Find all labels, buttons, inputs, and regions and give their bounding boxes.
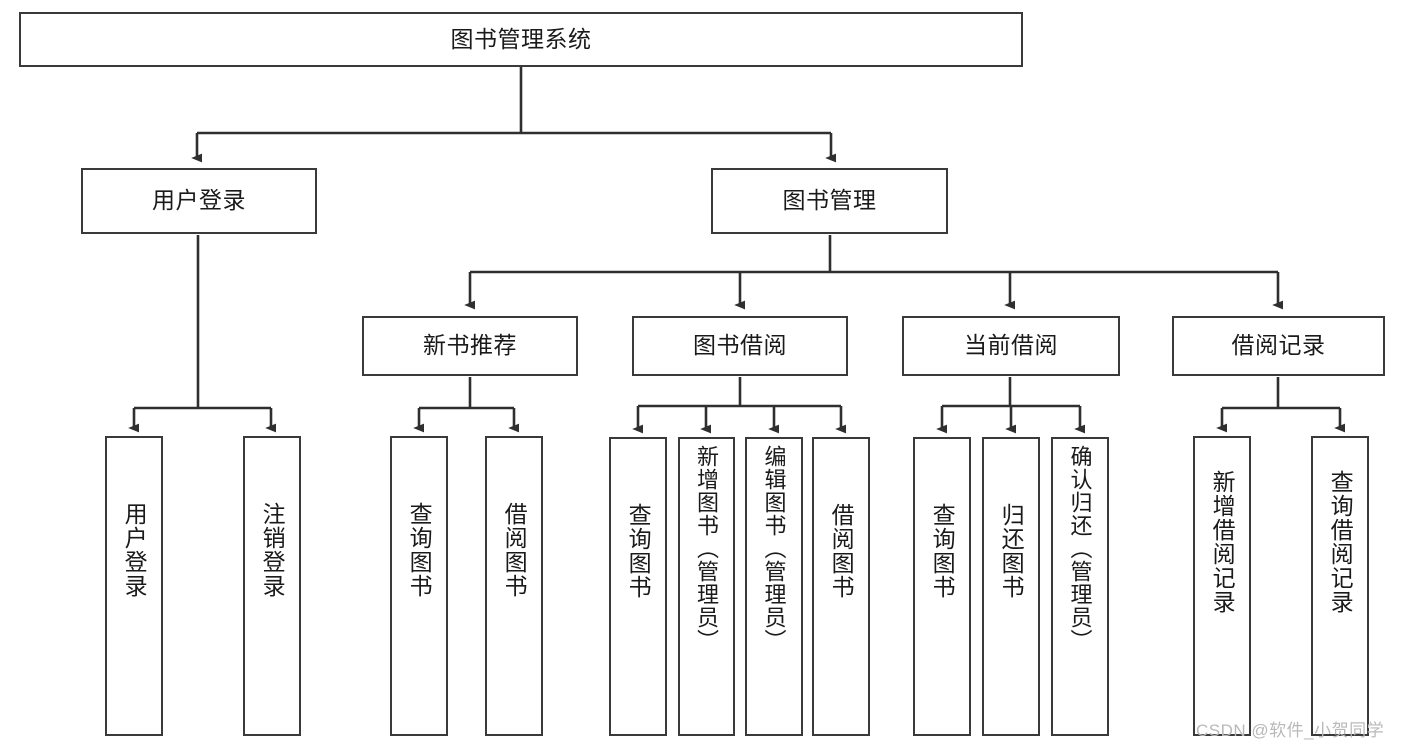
node-leaf-query-book-1[interactable]: 查询图书	[390, 436, 448, 736]
node-borrow-record[interactable]: 借阅记录	[1172, 316, 1385, 376]
node-leaf-query-book-1-label: 查询图书	[406, 502, 433, 598]
node-leaf-query-book-2-label: 查询图书	[625, 503, 652, 599]
node-leaf-logout[interactable]: 注销登录	[243, 436, 301, 736]
node-leaf-user-login-label: 用户登录	[121, 502, 148, 598]
node-root-label: 图书管理系统	[450, 25, 592, 52]
node-current-borrow[interactable]: 当前借阅	[902, 316, 1120, 376]
node-new-book-rec-label: 新书推荐	[423, 332, 517, 359]
node-leaf-add-record[interactable]: 新增借阅记录	[1193, 436, 1251, 736]
node-leaf-edit-book-label: 编辑图书（管理员）	[761, 445, 787, 652]
node-leaf-add-record-label: 新增借阅记录	[1209, 470, 1236, 614]
node-leaf-return-book[interactable]: 归还图书	[982, 437, 1040, 736]
node-leaf-query-book-3[interactable]: 查询图书	[913, 437, 971, 736]
node-leaf-borrow-book-2-label: 借阅图书	[828, 503, 855, 599]
node-user-login[interactable]: 用户登录	[81, 168, 317, 234]
node-leaf-logout-label: 注销登录	[259, 502, 286, 598]
node-leaf-query-book-3-label: 查询图书	[929, 503, 956, 599]
node-leaf-edit-book[interactable]: 编辑图书（管理员）	[745, 437, 803, 736]
node-leaf-return-book-label: 归还图书	[998, 503, 1025, 599]
node-leaf-borrow-book-1[interactable]: 借阅图书	[485, 436, 543, 736]
node-leaf-borrow-book-1-label: 借阅图书	[501, 502, 528, 598]
node-new-book-rec[interactable]: 新书推荐	[362, 316, 578, 376]
csdn-watermark: CSDN @软件_小贺同学	[1196, 721, 1385, 740]
node-root[interactable]: 图书管理系统	[19, 12, 1023, 67]
node-leaf-query-record-label: 查询借阅记录	[1327, 470, 1354, 614]
node-leaf-add-book-label: 新增图书（管理员）	[694, 445, 720, 652]
node-leaf-add-book[interactable]: 新增图书（管理员）	[678, 437, 735, 736]
node-book-manage-label: 图书管理	[782, 187, 877, 214]
node-current-borrow-label: 当前借阅	[964, 332, 1058, 359]
node-leaf-confirm-return-label: 确认归还（管理员）	[1067, 445, 1093, 652]
node-book-borrow[interactable]: 图书借阅	[632, 316, 848, 376]
node-leaf-confirm-return[interactable]: 确认归还（管理员）	[1051, 437, 1109, 736]
node-book-manage[interactable]: 图书管理	[711, 168, 948, 234]
node-leaf-user-login[interactable]: 用户登录	[105, 436, 163, 736]
node-borrow-record-label: 借阅记录	[1231, 332, 1326, 359]
node-leaf-query-record[interactable]: 查询借阅记录	[1311, 436, 1369, 736]
node-book-borrow-label: 图书借阅	[693, 332, 787, 359]
node-leaf-borrow-book-2[interactable]: 借阅图书	[812, 437, 870, 736]
node-user-login-label: 用户登录	[152, 187, 246, 214]
node-leaf-query-book-2[interactable]: 查询图书	[609, 437, 667, 736]
